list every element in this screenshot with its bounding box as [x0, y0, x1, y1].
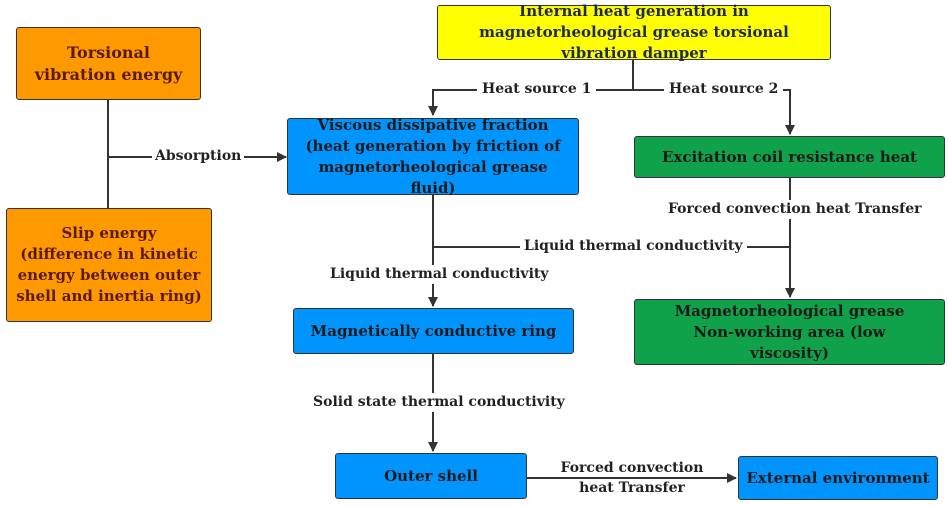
internal-heat-generation-box: Internal heat generation in magnetorheol…: [437, 2, 831, 62]
viscous-dissipative-fraction-text: Viscous dissipative fraction (heat gener…: [305, 115, 561, 197]
solid-conductivity-label: Solid state thermal conductivity: [310, 393, 568, 412]
outer-shell-box: Outer shell: [335, 453, 527, 499]
torsional-vibration-energy-text: Torsional vibration energy: [34, 42, 183, 84]
internal-heat-generation-text: Internal heat generation in magnetorheol…: [479, 2, 789, 62]
magnetically-conductive-ring-box: Magnetically conductive ring: [293, 308, 574, 354]
excitation-coil-heat-text: Excitation coil resistance heat: [662, 147, 917, 166]
non-working-area-text: Magnetorheological grease Non-working ar…: [674, 301, 905, 362]
liquid-conductivity-down-label: Liquid thermal conductivity: [327, 265, 552, 284]
slip-energy-text: Slip energy (difference in kinetic energ…: [16, 224, 202, 305]
slip-energy-box: Slip energy (difference in kinetic energ…: [6, 208, 212, 322]
viscous-dissipative-fraction-box: Viscous dissipative fraction (heat gener…: [287, 116, 579, 197]
liquid-conductivity-right-label: Liquid thermal conductivity: [520, 237, 747, 256]
outer-shell-text: Outer shell: [384, 466, 478, 485]
excitation-coil-heat-box: Excitation coil resistance heat: [634, 136, 945, 178]
non-working-area-box: Magnetorheological grease Non-working ar…: [634, 299, 945, 365]
heat-source-2-label: Heat source 2: [664, 80, 784, 99]
absorption-label: Absorption: [152, 147, 245, 166]
external-environment-box: External environment: [738, 456, 938, 500]
forced-convection-shell-label: Forced convection heat Transfer: [560, 460, 704, 496]
heat-source-1-label: Heat source 1: [477, 80, 597, 99]
external-environment-text: External environment: [746, 468, 930, 487]
torsional-vibration-energy-box: Torsional vibration energy: [16, 27, 201, 100]
forced-convection-coil-label: Forced convection heat Transfer: [665, 200, 925, 219]
magnetically-conductive-ring-text: Magnetically conductive ring: [310, 321, 557, 340]
